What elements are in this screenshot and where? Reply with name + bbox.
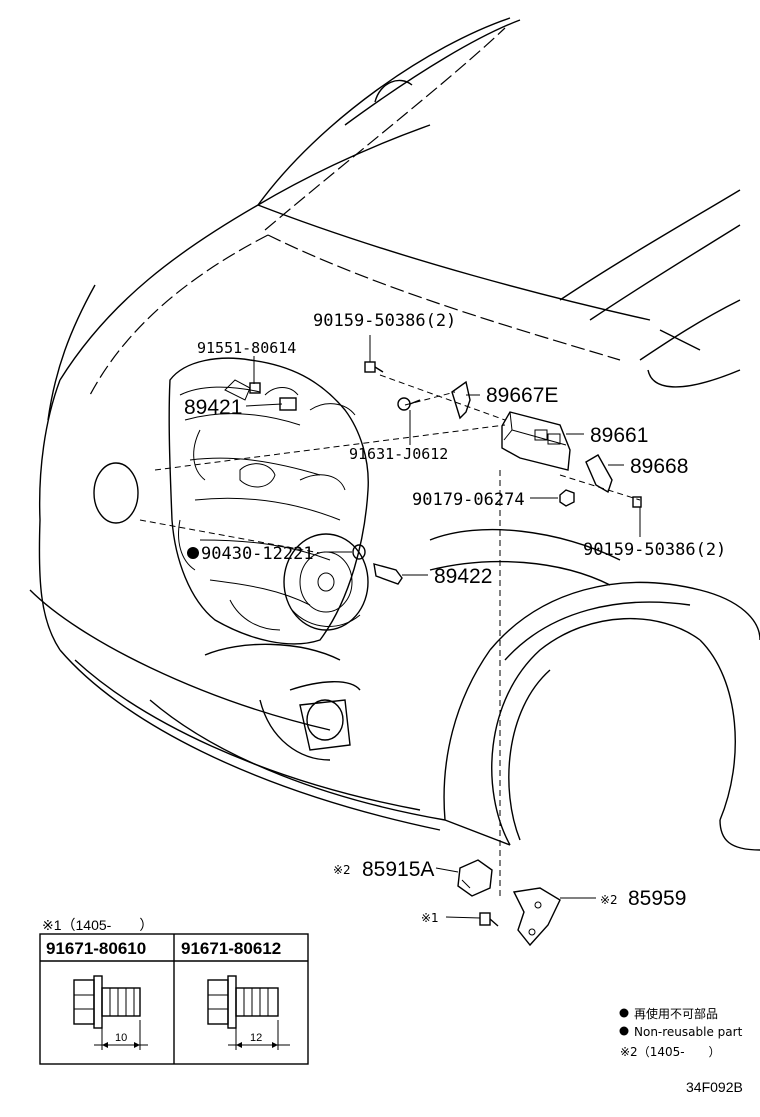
label-90430: 90430-12221 (201, 544, 314, 564)
label-90179: 90179-06274 (412, 490, 525, 510)
note-mark-1: ※1 (421, 911, 439, 925)
relay-85915a-icon (457, 859, 493, 897)
label-91551: 91551-80614 (197, 339, 296, 357)
engine-assembly (168, 357, 369, 645)
bracket-85959-icon (512, 887, 561, 947)
label-90159-top: 90159-50386(2) (313, 311, 456, 331)
figure-code: 34F092B (686, 1079, 743, 1095)
legend: 再使用不可部品 Non-reusable part ※2（1405- ） (619, 1006, 743, 1059)
leader-lines (245, 335, 641, 919)
label-89422: 89422 (434, 565, 492, 588)
legend-en: Non-reusable part (634, 1025, 743, 1039)
note-mark-2b: ※2 (600, 893, 618, 907)
label-89667e: 89667E (486, 384, 558, 407)
extension-line-3 (379, 374, 506, 421)
bolt-12-icon (207, 975, 290, 1050)
ecu-89661-icon (501, 411, 571, 471)
bracket-89668-icon (585, 454, 613, 494)
label-90159-lower: 90159-50386(2) (583, 540, 726, 560)
legend-jp: 再使用不可部品 (634, 1006, 718, 1021)
bolt-table-col1: 91671-80610 (46, 939, 146, 958)
bolt-12-dimension: 12 (250, 1032, 262, 1044)
gasket-icon (352, 544, 366, 560)
bracket-89667e-icon (451, 380, 471, 420)
extension-line-2 (154, 424, 506, 471)
bolt-table-header: ※1（1405- ） (42, 917, 153, 933)
sensor-89422-icon (373, 563, 403, 585)
non-reusable-dot-icon (187, 547, 199, 559)
note-mark-2a: ※2 (333, 863, 351, 877)
label-89668: 89668 (630, 455, 688, 478)
bolt-91631-icon (397, 397, 421, 411)
bolt-icon (364, 361, 384, 373)
legend-dot-icon (619, 1008, 629, 1018)
bolt-table: ※1（1405- ） 91671-80610 91671-80612 10 (39, 917, 309, 1065)
bolt-lower-icon (632, 496, 642, 508)
bolt-10-dimension: 10 (115, 1032, 127, 1044)
vehicle-body-outline (29, 17, 760, 851)
bolt-10-icon (73, 975, 148, 1050)
label-85959: 85959 (628, 887, 686, 910)
label-89421: 89421 (184, 396, 242, 419)
label-85915a: 85915A (362, 858, 434, 881)
bolt-note1-icon (479, 912, 499, 927)
nut-icon (559, 489, 575, 507)
bolt-table-col2: 91671-80612 (181, 939, 281, 958)
legend-dot-icon (619, 1026, 629, 1036)
legend-note2: ※2（1405- ） (620, 1045, 721, 1059)
label-89661: 89661 (590, 424, 648, 447)
extension-line-1 (139, 519, 321, 554)
label-91631: 91631-J0612 (349, 445, 448, 463)
extension-line-5 (404, 391, 456, 406)
sensor-89421-icon (249, 382, 297, 411)
